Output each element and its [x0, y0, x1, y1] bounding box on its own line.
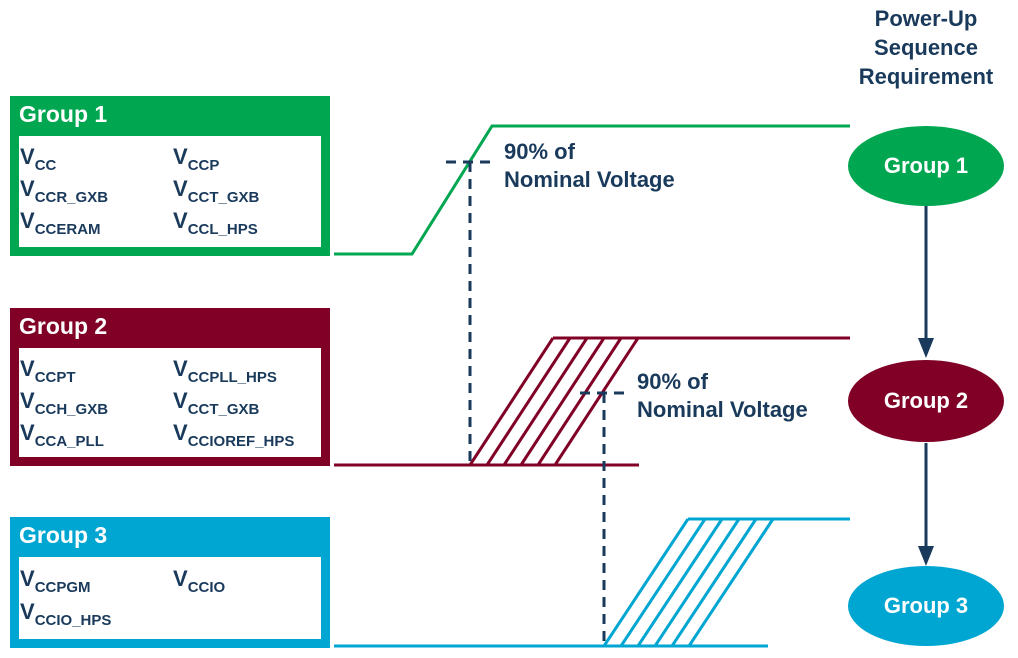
threshold-annotation-2: 90% of Nominal Voltage — [637, 369, 808, 422]
rail-label: VCCA_PLL — [20, 420, 104, 450]
group2-waveform — [334, 336, 850, 467]
rail-label: VCCIOREF_HPS — [173, 420, 295, 450]
rail-label: VCCP — [173, 144, 220, 174]
rail-label: VCCPT — [20, 356, 76, 386]
header-line-2: Sequence — [874, 35, 978, 60]
rail-label: VCCIO — [173, 566, 226, 596]
sequence-arrow-2 — [918, 443, 934, 566]
dashed-marker-1 — [446, 160, 494, 465]
group3-title: Group 3 — [19, 522, 108, 548]
rail-label: VCCPGM — [20, 566, 91, 596]
sequence-arrow-1 — [918, 206, 934, 358]
sequence-group1-node: Group 1 — [848, 126, 1004, 206]
rail-label: VCCT_GXB — [173, 388, 260, 418]
rail-label: VCCERAM — [20, 208, 101, 238]
header-line-1: Power-Up — [874, 6, 978, 31]
group2-title: Group 2 — [19, 313, 108, 339]
rail-label: VCCH_GXB — [20, 388, 109, 418]
rail-label: VCCL_HPS — [173, 208, 258, 238]
group1-rail-list — [19, 136, 321, 247]
dashed-marker-2 — [580, 391, 628, 646]
rail-label: VCCIO_HPS — [20, 599, 112, 629]
rail-label: VCCPLL_HPS — [173, 356, 277, 386]
rail-label: VCCR_GXB — [20, 176, 109, 206]
rail-label: VCCT_GXB — [173, 176, 260, 206]
group3-box: Group 3 VCCPGM VCCIO VCCIO_HPS — [10, 517, 330, 648]
header-line-3: Requirement — [858, 64, 994, 89]
sequence-header: Power-Up Sequence Requirement — [846, 4, 1006, 91]
sequence-group3-node: Group 3 — [848, 566, 1004, 646]
group3-rail-list — [19, 557, 321, 639]
group1-title: Group 1 — [19, 101, 108, 127]
group2-rail-list — [19, 348, 321, 457]
sequence-group2-node: Group 2 — [848, 360, 1004, 442]
group1-waveform — [334, 124, 850, 256]
group1-box: Group 1 VCC VCCP VCCR_GXB VCCT_GXB VCCER… — [10, 96, 330, 256]
group2-box: Group 2 VCCPT VCCPLL_HPS VCCH_GXB VCCT_G… — [10, 308, 330, 466]
group3-waveform — [334, 517, 850, 648]
threshold-annotation-1: 90% of Nominal Voltage — [504, 139, 675, 192]
rail-label: VCC — [20, 144, 57, 174]
